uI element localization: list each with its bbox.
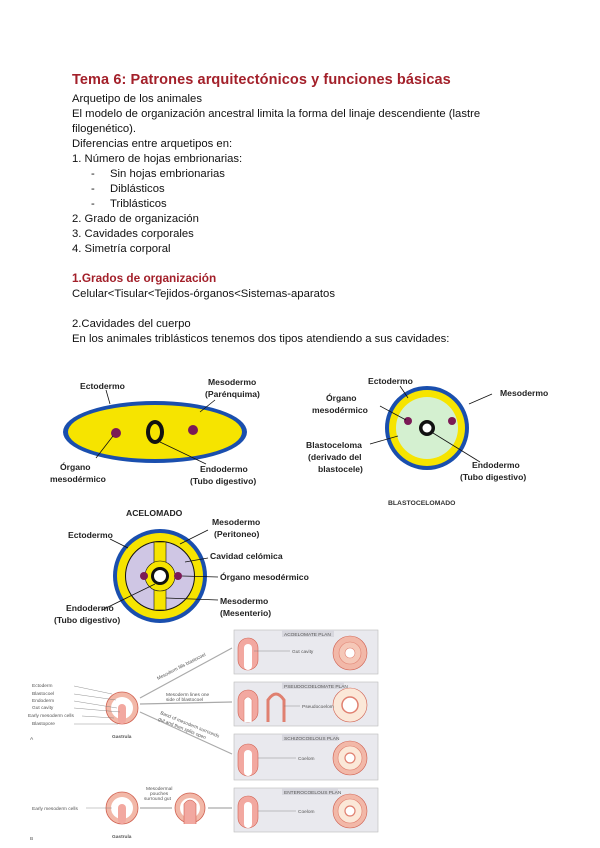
- section-2-title: 2.Cavidades del cuerpo: [72, 318, 191, 330]
- label-ectodermo: Ectodermo: [368, 376, 413, 386]
- differences-intro: Diferencias entre arquetipos en:: [72, 138, 233, 150]
- label-peritoneo: (Peritoneo): [214, 529, 259, 539]
- plan-acoelomate-title: ACOELOMATE PLAN: [284, 632, 331, 638]
- label-mesodermico: mesodérmico: [50, 474, 106, 484]
- sublist-item-2: Diblásticos: [110, 183, 165, 195]
- acelomado-diagram: Ectodermo Mesodermo (Parénquima) Órgano …: [50, 377, 260, 518]
- caption-blastocelomado: BLASTOCELOMADO: [388, 500, 455, 507]
- plan-enterocoelous-title: ENTEROCOELOUS PLAN: [284, 790, 342, 796]
- paragraph-line-1: El modelo de organización ancestral limi…: [72, 108, 481, 120]
- arrow-label-2a: Mesoderm lines one: [166, 692, 210, 698]
- sublist-item-1: Sin hojas embrionarias: [110, 168, 225, 180]
- label-blastoceloma: Blastoceloma: [306, 440, 362, 450]
- label-gut-cavity: Gut cavity: [292, 649, 314, 655]
- arrow-label-1: Mesoderm fills blastocoel: [156, 652, 207, 682]
- label-cavidad-celomica: Cavidad celómica: [210, 551, 283, 561]
- caption-acelomado: ACELOMADO: [126, 508, 183, 518]
- label-mesodermo: Mesodermo: [212, 518, 260, 527]
- label-mesodermo-2: Mesodermo: [220, 596, 268, 606]
- label-letter-a: A: [30, 736, 34, 742]
- section-1-text: Celular<Tisular<Tejidos-órganos<Sistemas…: [72, 288, 335, 300]
- list-item-3: 3. Cavidades corporales: [72, 228, 194, 240]
- body-plans-figure: ACOELOMATE PLAN PSEUDOCOELOMATE PLAN SCH…: [28, 629, 379, 842]
- plan-schizocoelous-title: SCHIZOCOELOUS PLAN: [284, 736, 340, 742]
- label-endodermo: Endodermo: [66, 603, 114, 613]
- label-gastrula-b: Gastrula: [112, 834, 132, 840]
- plan-pseudocoelomate-title: PSEUDOCOELOMATE PLAN: [284, 684, 348, 690]
- label-blastopore: Blastopore: [32, 721, 55, 727]
- label-coelom-3: Coelom: [298, 756, 315, 762]
- label-gut-cavity-a: Gut cavity: [32, 705, 54, 711]
- label-derivado: (derivado del: [308, 452, 361, 462]
- label-organo: Órgano: [326, 392, 357, 403]
- label-organo-mesodermico: Órgano mesodérmico: [220, 571, 309, 582]
- arrow-label-4a: Mesodermal: [146, 786, 172, 792]
- label-pseudocoelom: Pseudocoelom: [302, 704, 334, 710]
- arrow-label-4c: surround gut: [144, 796, 172, 802]
- subtitle: Arquetipo de los animales: [72, 93, 202, 105]
- label-parenquima: (Parénquima): [205, 389, 260, 399]
- dash-marker: -: [91, 183, 95, 195]
- section-1-title: 1.Grados de organización: [72, 271, 217, 285]
- dash-marker: -: [91, 168, 95, 180]
- arrow-label-4b: pouches: [150, 791, 169, 797]
- label-mesenterio: (Mesenterio): [220, 608, 271, 618]
- list-item-2: 2. Grado de organización: [72, 213, 199, 225]
- label-gastrula-a: Gastrula: [112, 734, 132, 740]
- label-early-mesoderm-b: Early mesoderm cells: [32, 806, 78, 812]
- label-ectodermo: Ectodermo: [68, 530, 113, 540]
- label-endodermo: Endodermo: [472, 460, 520, 470]
- label-tubo-digestivo: (Tubo digestivo): [460, 472, 526, 482]
- sublist-item-3: Triblásticos: [110, 198, 167, 210]
- celomado-diagram: Ectodermo Mesodermo (Peritoneo) Cavidad …: [54, 518, 309, 625]
- list-item-1: 1. Número de hojas embrionarias:: [72, 153, 243, 165]
- label-ectoderm: Ectoderm: [32, 683, 53, 689]
- label-coelom-4: Coelom: [298, 809, 315, 815]
- blastocelomado-diagram: Ectodermo Mesodermo Órgano mesodérmico B…: [306, 376, 548, 507]
- label-ectodermo: Ectodermo: [80, 381, 125, 391]
- paragraph-line-2: filogenético).: [72, 123, 137, 135]
- list-item-4: 4. Simetría corporal: [72, 243, 171, 255]
- label-early-mesoderm-a: Early mesoderm cells: [28, 713, 74, 719]
- label-mesodermo: Mesodermo: [500, 388, 548, 398]
- label-organo: Órgano: [60, 461, 91, 472]
- page-title: Tema 6: Patrones arquitectónicos y funci…: [72, 72, 451, 88]
- label-letter-b: B: [30, 836, 33, 842]
- arrow-label-2b: side of blastocoel: [166, 697, 203, 703]
- label-blastocele: blastocele): [318, 464, 363, 474]
- section-2-text: En los animales triblásticos tenemos dos…: [72, 333, 450, 345]
- label-mesodermico: mesodérmico: [312, 405, 368, 415]
- label-tubo-digestivo: (Tubo digestivo): [190, 476, 256, 486]
- label-endoderm: Endoderm: [32, 698, 54, 704]
- label-mesodermo: Mesodermo: [208, 377, 256, 387]
- label-endodermo: Endodermo: [200, 464, 248, 474]
- label-blastocoel: Blastocoel: [32, 691, 54, 697]
- dash-marker: -: [91, 198, 95, 210]
- label-tubo-digestivo: (Tubo digestivo): [54, 615, 120, 625]
